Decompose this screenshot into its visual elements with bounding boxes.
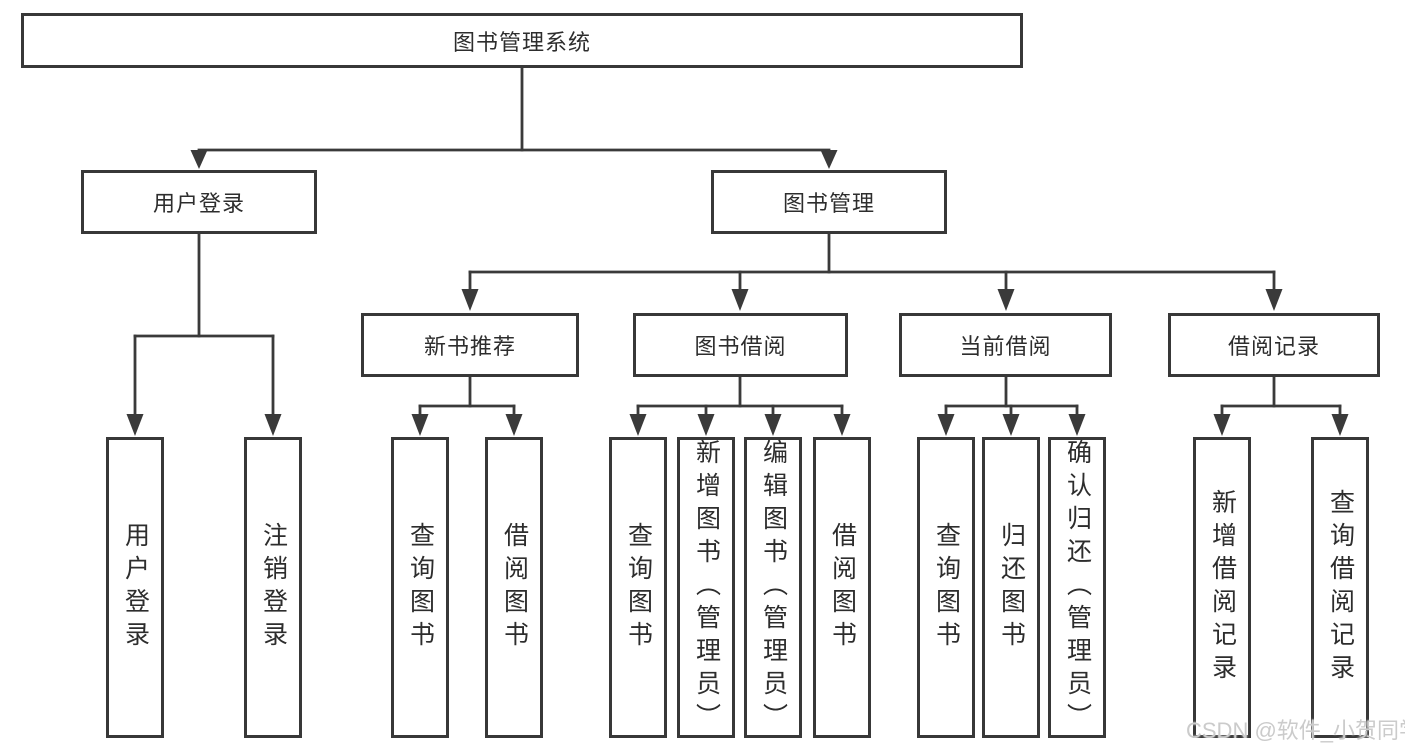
leaf-current-return-book-label: 归还图书 bbox=[997, 521, 1026, 654]
node-new-book-rec: 新书推荐 bbox=[361, 313, 579, 377]
leaf-newrec-query-book: 查询图书 bbox=[391, 437, 449, 738]
leaf-borrow-borrow-book-label: 借阅图书 bbox=[828, 521, 857, 654]
leaf-newrec-borrow-book: 借阅图书 bbox=[485, 437, 543, 738]
watermark-text: CSDN @软件_小贺同学 bbox=[1186, 718, 1405, 743]
leaf-logout: 注销登录 bbox=[244, 437, 302, 738]
leaf-records-query-record: 查询借阅记录 bbox=[1311, 437, 1369, 738]
leaf-records-add-record: 新增借阅记录 bbox=[1193, 437, 1251, 738]
leaf-current-query-book-label: 查询图书 bbox=[932, 521, 961, 654]
leaf-records-add-record-label: 新增借阅记录 bbox=[1208, 488, 1237, 687]
leaf-logout-label: 注销登录 bbox=[259, 521, 288, 654]
leaf-newrec-borrow-book-label: 借阅图书 bbox=[500, 521, 529, 654]
node-book-borrow: 图书借阅 bbox=[633, 313, 848, 377]
node-borrow-records: 借阅记录 bbox=[1168, 313, 1380, 377]
leaf-borrow-edit-book: 编辑图书（管理员） bbox=[744, 437, 802, 738]
connector-paths bbox=[133, 66, 1342, 420]
leaf-current-confirm-return-label: 确认归还（管理员） bbox=[1063, 439, 1092, 736]
leaf-borrow-query-book-label: 查询图书 bbox=[624, 521, 653, 654]
node-user-login: 用户登录 bbox=[81, 170, 317, 234]
node-root: 图书管理系统 bbox=[21, 13, 1023, 68]
leaf-borrow-add-book-label: 新增图书（管理员） bbox=[692, 439, 721, 736]
node-root-label: 图书管理系统 bbox=[452, 29, 591, 55]
leaf-current-confirm-return: 确认归还（管理员） bbox=[1048, 437, 1106, 738]
leaf-records-query-record-label: 查询借阅记录 bbox=[1326, 488, 1355, 687]
node-user-login-label: 用户登录 bbox=[152, 191, 245, 216]
leaf-current-return-book: 归还图书 bbox=[982, 437, 1040, 738]
leaf-newrec-query-book-label: 查询图书 bbox=[406, 521, 435, 654]
arrowheads bbox=[126, 150, 1349, 436]
node-book-mgmt-label: 图书管理 bbox=[782, 191, 875, 216]
leaf-current-query-book: 查询图书 bbox=[917, 437, 975, 738]
leaf-borrow-edit-book-label: 编辑图书（管理员） bbox=[759, 439, 788, 736]
node-current-borrow-label: 当前借阅 bbox=[959, 334, 1052, 359]
node-current-borrow: 当前借阅 bbox=[899, 313, 1112, 377]
node-new-book-rec-label: 新书推荐 bbox=[423, 334, 516, 359]
leaf-borrow-borrow-book: 借阅图书 bbox=[813, 437, 871, 738]
leaf-borrow-add-book: 新增图书（管理员） bbox=[677, 437, 735, 738]
leaf-user-login: 用户登录 bbox=[106, 437, 164, 738]
leaf-borrow-query-book: 查询图书 bbox=[609, 437, 667, 738]
leaf-user-login-label: 用户登录 bbox=[121, 521, 150, 654]
node-borrow-records-label: 借阅记录 bbox=[1227, 334, 1320, 359]
node-book-mgmt: 图书管理 bbox=[711, 170, 947, 234]
node-book-borrow-label: 图书借阅 bbox=[694, 334, 787, 359]
